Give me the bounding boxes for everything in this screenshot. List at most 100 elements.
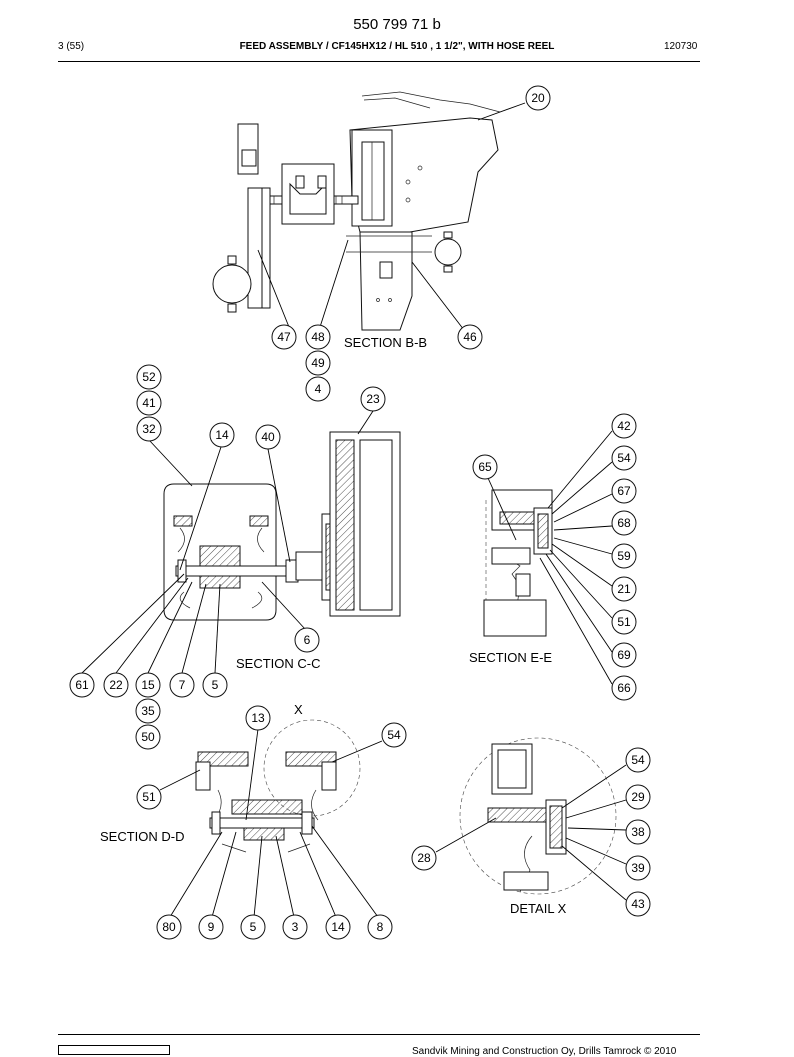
callout-41: 41 [136, 390, 162, 416]
page-indicator: 3 (55) [58, 41, 85, 52]
callout-67: 67 [611, 478, 637, 504]
callout-42: 42 [611, 413, 637, 439]
callout-20-number: 20 [531, 91, 545, 105]
callout-54-x: 54 [625, 747, 651, 773]
callout-80-number: 80 [162, 920, 176, 934]
callout-5-d: 5 [240, 914, 266, 940]
callout-66-number: 66 [617, 681, 631, 695]
callout-43-number: 43 [631, 897, 645, 911]
callout-29: 29 [625, 784, 651, 810]
callout-22-number: 22 [109, 678, 123, 692]
callout-54-e: 54 [611, 445, 637, 471]
callout-8-number: 8 [377, 920, 384, 934]
callout-38-number: 38 [631, 825, 645, 839]
callout-15-number: 15 [141, 678, 155, 692]
callout-35: 35 [135, 698, 161, 724]
brand-logo [58, 1045, 170, 1055]
callout-51-d: 51 [136, 784, 162, 810]
callout-13: 13 [245, 705, 271, 731]
callout-59: 59 [611, 543, 637, 569]
callout-4: 4 [305, 376, 331, 402]
callout-23: 23 [360, 386, 386, 412]
section-c-c-drawing [163, 431, 401, 621]
callout-39: 39 [625, 855, 651, 881]
section-e-e-drawing [483, 489, 553, 637]
callout-51-e: 51 [611, 609, 637, 635]
callout-40: 40 [255, 424, 281, 450]
detail-x-label: DETAIL X [510, 901, 567, 916]
callout-65-number: 65 [478, 460, 492, 474]
callout-61-number: 61 [75, 678, 89, 692]
callout-50: 50 [135, 724, 161, 750]
callout-28: 28 [411, 845, 437, 871]
revision-code: 120730 [664, 41, 698, 52]
callout-39-number: 39 [631, 861, 645, 875]
header-rule [58, 61, 700, 62]
callout-46-number: 46 [463, 330, 477, 344]
callout-40-number: 40 [261, 430, 275, 444]
callout-54-d: 54 [381, 722, 407, 748]
callout-8: 8 [367, 914, 393, 940]
callout-6-number: 6 [304, 633, 311, 647]
callout-51-e-number: 51 [617, 615, 631, 629]
callout-50-number: 50 [141, 730, 155, 744]
callout-35-number: 35 [141, 704, 155, 718]
section-e-e-label: SECTION E-E [469, 650, 552, 665]
callout-65: 65 [472, 454, 498, 480]
section-d-d-drawing [195, 719, 361, 853]
callout-13-number: 13 [251, 711, 265, 725]
page-title: FEED ASSEMBLY / CF145HX12 / HL 510 , 1 1… [239, 41, 555, 52]
callout-28-number: 28 [417, 851, 431, 865]
callout-61: 61 [69, 672, 95, 698]
callout-14-c: 14 [209, 422, 235, 448]
callout-54-e-number: 54 [617, 451, 631, 465]
section-b-b-drawing [212, 91, 501, 331]
callout-22: 22 [103, 672, 129, 698]
callout-69-number: 69 [617, 648, 631, 662]
section-d-d-label: SECTION D-D [100, 829, 185, 844]
callout-4-number: 4 [315, 382, 322, 396]
callout-49-number: 49 [311, 356, 325, 370]
section-c-c-label: SECTION C-C [236, 656, 321, 671]
callout-7: 7 [169, 672, 195, 698]
footer-rule [58, 1034, 700, 1035]
callout-23-number: 23 [366, 392, 380, 406]
callout-41-number: 41 [142, 396, 156, 410]
callout-47-number: 47 [277, 330, 291, 344]
callout-47: 47 [271, 324, 297, 350]
callout-51-d-number: 51 [142, 790, 156, 804]
callout-42-number: 42 [617, 419, 631, 433]
callout-20: 20 [525, 85, 551, 111]
callout-68-number: 68 [617, 516, 631, 530]
callout-21-number: 21 [617, 582, 631, 596]
callout-46: 46 [457, 324, 483, 350]
callout-38: 38 [625, 819, 651, 845]
callout-43: 43 [625, 891, 651, 917]
callout-59-number: 59 [617, 549, 631, 563]
callout-21: 21 [611, 576, 637, 602]
callout-32-number: 32 [142, 422, 156, 436]
callout-7-number: 7 [179, 678, 186, 692]
callout-9-number: 9 [208, 920, 215, 934]
callout-6: 6 [294, 627, 320, 653]
footer-copyright: Sandvik Mining and Construction Oy, Dril… [412, 1046, 677, 1057]
callout-48-number: 48 [311, 330, 325, 344]
callout-15: 15 [135, 672, 161, 698]
callout-5-c: 5 [202, 672, 228, 698]
callout-49: 49 [305, 350, 331, 376]
callout-14-d: 14 [325, 914, 351, 940]
callout-5-d-number: 5 [250, 920, 257, 934]
section-b-b-label: SECTION B-B [344, 335, 427, 350]
callout-3-number: 3 [292, 920, 299, 934]
callout-14-c-number: 14 [215, 428, 229, 442]
callout-48: 48 [305, 324, 331, 350]
callout-54-x-number: 54 [631, 753, 645, 767]
callout-67-number: 67 [617, 484, 631, 498]
document-number: 550 799 71 b [353, 16, 441, 33]
detail-x-drawing [459, 737, 617, 895]
callout-52-number: 52 [142, 370, 156, 384]
callout-5-c-number: 5 [212, 678, 219, 692]
callout-68: 68 [611, 510, 637, 536]
callout-14-d-number: 14 [331, 920, 345, 934]
